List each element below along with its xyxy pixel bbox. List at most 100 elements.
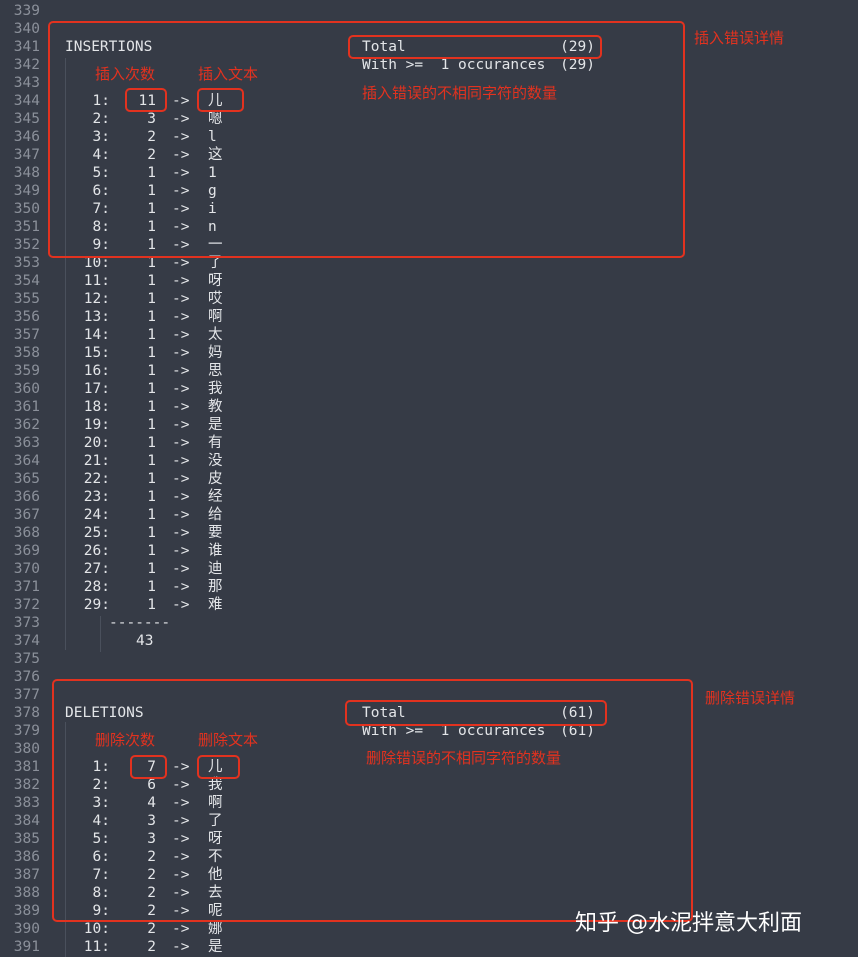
row-arrow: -> xyxy=(172,561,190,577)
row-arrow: -> xyxy=(172,273,190,289)
line-number: 359 xyxy=(13,363,40,379)
line-number: 341 xyxy=(13,39,40,55)
del-count-box xyxy=(130,755,167,779)
row-text: 妈 xyxy=(208,345,223,361)
section-title: INSERTIONS xyxy=(65,39,153,55)
line-number: 370 xyxy=(13,561,40,577)
row-count: 1 xyxy=(147,561,156,577)
line-number: 355 xyxy=(13,291,40,307)
line-number: 372 xyxy=(13,597,40,613)
row-rank: 19: xyxy=(83,417,110,433)
line-number: 348 xyxy=(13,165,40,181)
row-rank: 18: xyxy=(83,399,110,415)
line-number: 361 xyxy=(13,399,40,415)
row-rank: 24: xyxy=(83,507,110,523)
row-text: 难 xyxy=(208,597,223,613)
ins-distinct-label: 插入错误的不相同字符的数量 xyxy=(362,84,558,102)
row-count: 1 xyxy=(147,435,156,451)
row-text: i xyxy=(208,201,217,217)
row-rank: 11: xyxy=(83,939,110,955)
del-distinct-label: 删除错误的不相同字符的数量 xyxy=(366,749,562,767)
deletions-highlight-box xyxy=(52,679,693,922)
row-arrow: -> xyxy=(172,471,190,487)
row-arrow: -> xyxy=(172,363,190,379)
row-arrow: -> xyxy=(172,111,190,127)
row-count: 1 xyxy=(147,579,156,595)
row-text: 经 xyxy=(208,489,223,505)
total-value: (29) xyxy=(560,39,595,55)
row-rank: 6: xyxy=(92,849,110,865)
row-count: 3 xyxy=(147,831,156,847)
row-text: 儿 xyxy=(208,759,223,775)
line-number: 366 xyxy=(13,489,40,505)
del-total-box xyxy=(345,700,607,726)
row-text: 嗯 xyxy=(208,111,223,127)
row-rank: 5: xyxy=(92,165,110,181)
ins-detail-label: 插入错误详情 xyxy=(694,29,785,47)
line-number: 353 xyxy=(13,255,40,271)
line-number: 339 xyxy=(13,3,40,19)
line-number: 390 xyxy=(13,921,40,937)
row-arrow: -> xyxy=(172,903,190,919)
line-number: 349 xyxy=(13,183,40,199)
row-rank: 25: xyxy=(83,525,110,541)
line-number: 388 xyxy=(13,885,40,901)
ins-total-box xyxy=(348,35,602,59)
indent-guide xyxy=(65,722,66,957)
row-arrow: -> xyxy=(172,147,190,163)
row-rank: 7: xyxy=(92,201,110,217)
row-rank: 17: xyxy=(83,381,110,397)
line-number: 369 xyxy=(13,543,40,559)
row-count: 1 xyxy=(147,363,156,379)
line-number: 376 xyxy=(13,669,40,685)
row-arrow: -> xyxy=(172,939,190,955)
row-text: 给 xyxy=(208,507,223,523)
row-text: 谁 xyxy=(208,543,223,559)
row-count: 2 xyxy=(147,849,156,865)
row-rank: 8: xyxy=(92,885,110,901)
row-count: 11 xyxy=(138,93,156,109)
row-arrow: -> xyxy=(172,345,190,361)
line-number: 365 xyxy=(13,471,40,487)
row-count: 1 xyxy=(147,507,156,523)
row-rank: 13: xyxy=(83,309,110,325)
row-rank: 22: xyxy=(83,471,110,487)
row-text: 皮 xyxy=(208,471,223,487)
row-text: 呢 xyxy=(208,903,223,919)
line-number: 356 xyxy=(13,309,40,325)
row-arrow: -> xyxy=(172,417,190,433)
row-count: 1 xyxy=(147,183,156,199)
line-number: 383 xyxy=(13,795,40,811)
row-arrow: -> xyxy=(172,885,190,901)
row-rank: 1: xyxy=(92,93,110,109)
row-count: 1 xyxy=(147,381,156,397)
row-arrow: -> xyxy=(172,759,190,775)
row-arrow: -> xyxy=(172,921,190,937)
line-number: 389 xyxy=(13,903,40,919)
row-count: 1 xyxy=(147,327,156,343)
row-text: 呀 xyxy=(208,273,223,289)
row-text: 教 xyxy=(208,399,223,415)
indent-guide xyxy=(65,58,66,650)
row-text: l xyxy=(208,129,217,145)
indent-guide xyxy=(100,616,101,652)
row-count: 2 xyxy=(147,921,156,937)
row-arrow: -> xyxy=(172,597,190,613)
line-number: 381 xyxy=(13,759,40,775)
row-text: 他 xyxy=(208,867,223,883)
ins-text-label: 插入文本 xyxy=(198,65,259,83)
with-label: With >= 1 occurances xyxy=(362,723,546,739)
row-text: 我 xyxy=(208,777,223,793)
del-detail-label: 删除错误详情 xyxy=(705,689,796,707)
ins-text-box xyxy=(197,88,244,112)
row-rank: 4: xyxy=(92,813,110,829)
row-rank: 23: xyxy=(83,489,110,505)
row-rank: 27: xyxy=(83,561,110,577)
line-number: 385 xyxy=(13,831,40,847)
line-number: 352 xyxy=(13,237,40,253)
line-number: 344 xyxy=(13,93,40,109)
row-rank: 3: xyxy=(92,795,110,811)
row-count: 1 xyxy=(147,525,156,541)
row-text: g xyxy=(208,183,217,199)
row-count: 1 xyxy=(147,453,156,469)
